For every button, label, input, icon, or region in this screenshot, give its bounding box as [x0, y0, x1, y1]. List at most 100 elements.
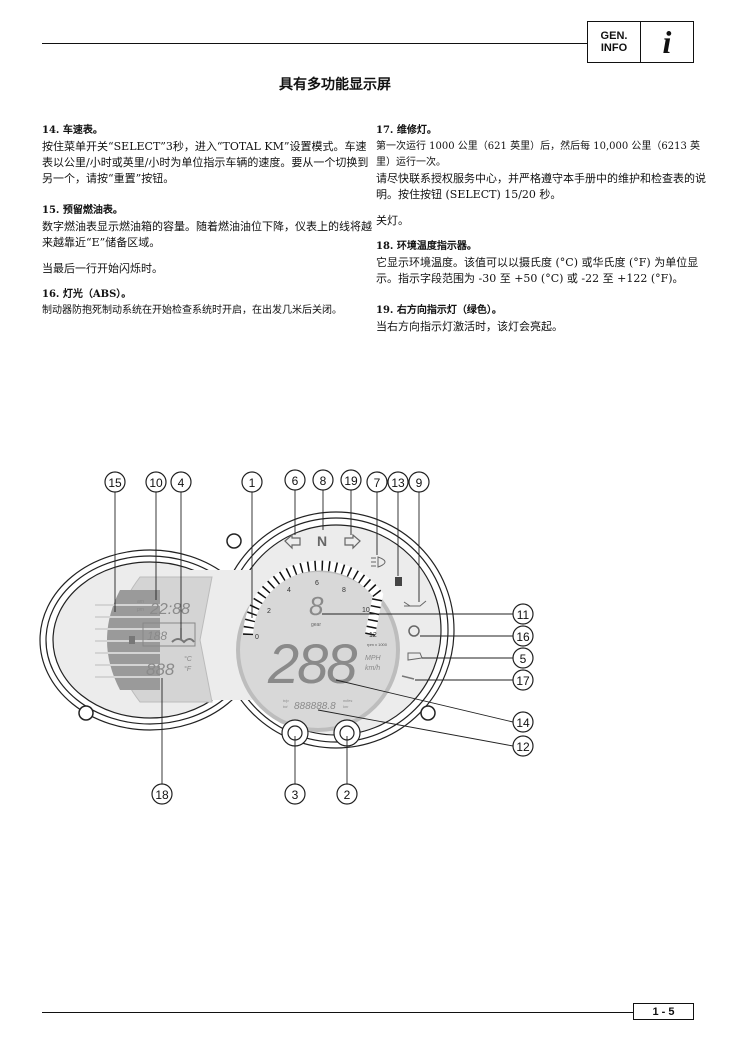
callout-16: 16 [512, 625, 534, 647]
miles-label: miles [343, 698, 352, 703]
left-column: 14. 车速表。 按住菜单开关“SELECT”3秒，进入“TOTAL KM”设置… [42, 123, 372, 319]
callout-number: 1 [249, 476, 256, 490]
page-number: 1 - 5 [633, 1003, 694, 1020]
km-label: km [343, 704, 349, 709]
fahrenheit-label: °F [184, 665, 192, 673]
callout-number: 14 [516, 716, 530, 730]
section-text: 制动器防抱死制动系统在开始检查系统时开启，在出发几米后关闭。 [42, 305, 342, 316]
callout-number: 15 [108, 476, 122, 490]
section-text: 关灯。 [376, 214, 409, 227]
left-lcd-panel: am pm 22:88 188 888 °C °F [95, 576, 213, 703]
callout-3: 3 [284, 783, 306, 805]
callout-number: 19 [344, 474, 358, 488]
gear-display: 8 [309, 591, 324, 621]
section-label-1: GEN. [600, 30, 628, 42]
callout-8: 8 [312, 469, 334, 491]
pm-label: pm [136, 607, 144, 613]
buttons [281, 719, 361, 747]
right-turn-indicator-icon [344, 533, 361, 550]
rpm-tick-2: 2 [267, 608, 271, 615]
callout-6: 6 [284, 469, 306, 491]
mounting-bolts [78, 533, 436, 721]
gear-label: gear [311, 622, 321, 628]
rpm-unit: rpm x 1000 [367, 642, 388, 647]
callout-15: 15 [104, 471, 126, 493]
callout-1: 1 [241, 471, 263, 493]
callout-12: 12 [512, 735, 534, 757]
coolant-temp-icon [171, 628, 195, 644]
page-title: 具有多功能显示屏 [279, 77, 391, 93]
coolant-display: 188 [147, 629, 167, 643]
right-column: 17. 维修灯。 第一次运行 1000 公里（621 英里）后，然后每 10,0… [376, 123, 706, 335]
callout-number: 10 [149, 476, 163, 490]
callout-9: 9 [408, 471, 430, 493]
kmh-label: km/h [365, 665, 380, 672]
fuel-gauge-bars [95, 604, 160, 678]
callout-17: 17 [512, 669, 534, 691]
section-text: 当右方向指示灯激活时，该灯会亮起。 [376, 320, 563, 333]
header-rule [42, 43, 588, 44]
abs-icon [408, 625, 420, 637]
section-text: 请尽快联系授权服务中心，并严格遵守本手册中的维护和检查表的说明。按住按钮 (SE… [376, 172, 706, 201]
callout-5: 5 [512, 647, 534, 669]
section-heading: 18. 环境温度指示器。 [376, 241, 477, 252]
tot-label: tot [283, 704, 288, 709]
oil-pressure-icon [403, 600, 427, 607]
section-heading: 17. 维修灯。 [376, 125, 437, 136]
neutral-indicator: N [317, 533, 327, 549]
rpm-tick-12: 12 [369, 632, 377, 639]
rpm-tick-4: 4 [287, 587, 291, 594]
callout-18: 18 [151, 783, 173, 805]
callout-number: 6 [292, 474, 299, 488]
rpm-tick-8: 8 [342, 587, 346, 594]
celsius-label: °C [184, 655, 193, 663]
footer-rule [42, 1012, 634, 1013]
callout-number: 17 [516, 674, 530, 688]
callout-number: 8 [320, 474, 327, 488]
service-wrench-icon [401, 675, 415, 680]
callout-14: 14 [512, 711, 534, 733]
section-heading: 15. 预留燃油表。 [42, 205, 123, 216]
callout-number: 9 [416, 476, 423, 490]
callout-number: 2 [344, 788, 351, 802]
info-icon: i [640, 21, 694, 63]
callout-number: 12 [516, 740, 530, 754]
callout-19: 19 [340, 469, 362, 491]
fuel-reserve-icon [395, 577, 402, 586]
section-text: 按住菜单开关“SELECT”3秒，进入“TOTAL KM”设置模式。车速表以公里… [42, 140, 369, 185]
temperature-display: 888 [146, 660, 175, 679]
odometer-display: 888888.8 [294, 701, 336, 712]
rpm-tick-6: 6 [315, 580, 319, 587]
callout-number: 18 [155, 788, 169, 802]
callout-11: 11 [512, 603, 534, 625]
section-heading: 14. 车速表。 [42, 125, 103, 136]
section-text: 第一次运行 1000 公里（621 英里）后，然后每 10,000 公里（621… [376, 141, 701, 168]
fuel-pump-icon [129, 636, 135, 644]
callout-13: 13 [387, 471, 409, 493]
callout-number: 13 [391, 476, 405, 490]
section-text: 当最后一行开始闪烁时。 [42, 262, 163, 275]
callout-2: 2 [336, 783, 358, 805]
clock-display: 22:88 [149, 601, 190, 618]
rpm-tick-0: 0 [255, 634, 259, 641]
section-text: 它显示环境温度。该值可以以摄氏度 (°C) 或华氏度 (°F) 为单位显示。指示… [376, 256, 699, 285]
rpm-tick-10: 10 [362, 607, 370, 614]
callout-number: 16 [516, 630, 530, 644]
mph-label: MPH [365, 655, 382, 662]
callout-number: 5 [520, 652, 527, 666]
callout-10: 10 [145, 471, 167, 493]
speed-display: 288 [267, 632, 357, 695]
section-heading: 19. 右方向指示灯（绿色）。 [376, 305, 502, 316]
section-text: 数字燃油表显示燃油箱的容量。随着燃油油位下降，仪表上的线将越来越靠近“E”储备区… [42, 220, 372, 249]
leader-lines [114, 490, 514, 784]
callout-7: 7 [366, 471, 388, 493]
trip-label: trip [283, 698, 289, 703]
callout-number: 7 [374, 476, 381, 490]
headlight-icon [371, 556, 386, 568]
tachometer: 0 2 4 6 8 10 12 rpm x 1000 8 gear 288 MP… [236, 560, 400, 732]
section-heading: 16. 灯光（ABS）。 [42, 289, 132, 300]
section-label-2: INFO [600, 42, 628, 54]
callout-number: 3 [292, 788, 299, 802]
